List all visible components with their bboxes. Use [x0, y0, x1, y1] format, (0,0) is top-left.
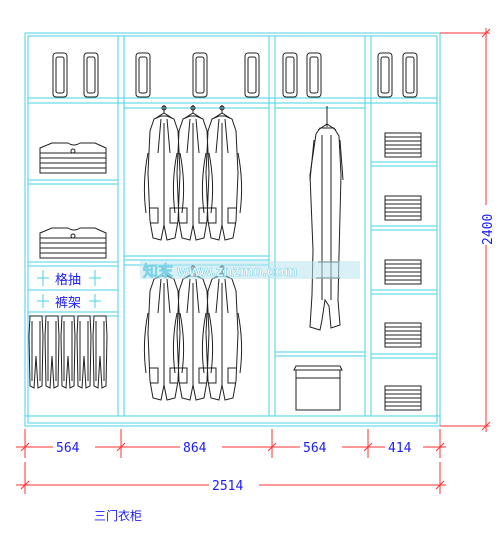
pants-rack-upper-label: 格抽	[55, 272, 81, 288]
right-section	[371, 132, 437, 411]
door-handle-icon	[282, 52, 298, 98]
door-handle-icon	[192, 52, 208, 98]
dim-height: 2400	[481, 214, 496, 245]
hanging-trousers-item	[44, 315, 60, 389]
folded-towel-stack	[384, 259, 422, 285]
watermark-text: 知末 www.znzmo.com	[143, 262, 297, 280]
pants-rack-lower-label: 裤架	[55, 296, 81, 311]
folded-clothes-stack	[39, 227, 107, 259]
folded-towel-stack	[384, 132, 422, 158]
hanging-jacket	[143, 265, 185, 401]
door-handle-icon	[135, 52, 151, 98]
hanging-trousers-item	[76, 315, 92, 389]
hanging-trousers-item	[60, 315, 76, 389]
hanging-jackets-upper	[143, 105, 243, 241]
folded-towel-stack	[384, 322, 422, 348]
hanging-jacket	[172, 105, 214, 241]
folded-towel-stacks	[384, 132, 422, 411]
dim-width-1: 564	[56, 441, 80, 456]
hanging-jacket	[201, 105, 243, 241]
hanging-trousers	[28, 315, 108, 389]
hanging-jacket	[143, 105, 185, 241]
door-handle-icon	[377, 52, 393, 98]
door-handles	[52, 52, 418, 98]
hanging-trousers-item	[28, 315, 44, 389]
left-section: 格抽 裤架	[27, 142, 119, 389]
folded-clothes-stack	[39, 142, 107, 174]
dim-width-2: 864	[183, 441, 207, 456]
folded-towel-stack	[384, 195, 422, 221]
wardrobe-frame	[24, 32, 441, 427]
hanging-trousers-item	[92, 315, 108, 389]
door-handle-icon	[306, 52, 322, 98]
dimension-labels: 564 864 564 414 2514 2400	[53, 205, 496, 494]
dim-width-3: 564	[303, 441, 327, 456]
storage-box	[293, 365, 343, 411]
watermark: 知末 www.znzmo.com	[140, 261, 360, 280]
hanging-jackets-lower	[143, 265, 243, 401]
pants-rack-marks	[37, 270, 101, 308]
hanging-jacket	[201, 265, 243, 401]
long-coat	[309, 106, 344, 331]
middle-section	[124, 105, 269, 401]
hanging-jacket	[172, 265, 214, 401]
dim-total-width: 2514	[212, 479, 243, 494]
long-hanging-section	[275, 106, 365, 411]
door-handle-icon	[83, 52, 99, 98]
door-handle-icon	[244, 52, 260, 98]
dim-width-4: 414	[388, 441, 412, 456]
drawing-caption: 三门衣柜	[94, 508, 142, 523]
door-handle-icon	[402, 52, 418, 98]
folded-towel-stack	[384, 385, 422, 411]
door-handle-icon	[52, 52, 68, 98]
